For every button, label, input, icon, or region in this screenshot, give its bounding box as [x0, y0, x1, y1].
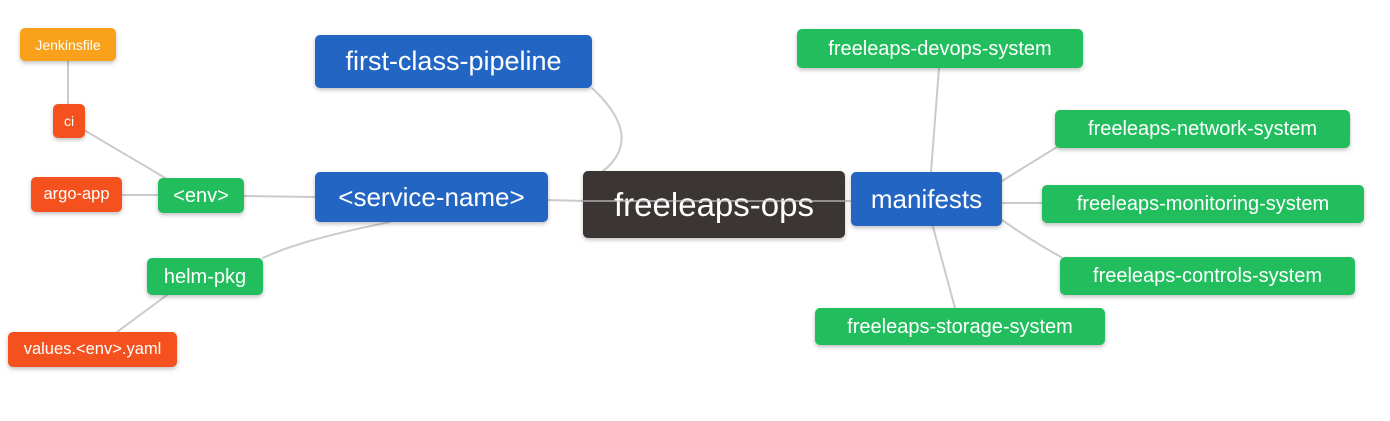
node-freeleaps-storage-system[interactable]: freeleaps-storage-system — [815, 308, 1105, 345]
node-ci[interactable]: ci — [53, 104, 85, 138]
edge-first-class-pipeline-to-freeleaps-ops — [591, 87, 623, 176]
edge-service-name-to-freeleaps-ops — [547, 199, 585, 202]
edge-manifests-to-freeleaps-storage-system — [932, 226, 956, 309]
node-values-env-yaml[interactable]: values.<env>.yaml — [8, 332, 177, 367]
node-freeleaps-controls-system[interactable]: freeleaps-controls-system — [1060, 257, 1355, 295]
node-label-freeleaps-devops-system: freeleaps-devops-system — [828, 37, 1052, 60]
node-argo-app[interactable]: argo-app — [31, 177, 122, 212]
node-label-helm-pkg: helm-pkg — [163, 265, 247, 288]
node-freeleaps-devops-system[interactable]: freeleaps-devops-system — [797, 29, 1083, 68]
node-label-freeleaps-ops: freeleaps-ops — [614, 186, 814, 223]
node-label-freeleaps-controls-system: freeleaps-controls-system — [1093, 265, 1322, 287]
edge-manifests-to-freeleaps-network-system — [1001, 146, 1058, 182]
node-first-class-pipeline[interactable]: first-class-pipeline — [315, 35, 592, 88]
node-label-freeleaps-monitoring-system: freeleaps-monitoring-system — [1076, 193, 1330, 215]
node-env[interactable]: <env> — [158, 178, 244, 213]
node-label-ci: ci — [63, 113, 75, 129]
node-label-first-class-pipeline: first-class-pipeline — [345, 46, 562, 76]
node-label-freeleaps-network-system: freeleaps-network-system — [1088, 118, 1317, 140]
node-label-manifests: manifests — [870, 184, 983, 214]
edge-manifests-to-freeleaps-devops-system — [930, 67, 940, 173]
node-manifests[interactable]: manifests — [851, 172, 1002, 226]
node-label-argo-app: argo-app — [43, 185, 110, 204]
edge-ci-to-env — [83, 129, 168, 180]
node-service-name[interactable]: <service-name> — [315, 172, 548, 222]
node-helm-pkg[interactable]: helm-pkg — [147, 258, 263, 295]
node-label-freeleaps-storage-system: freeleaps-storage-system — [847, 315, 1073, 338]
edge-service-name-to-helm-pkg — [262, 221, 391, 259]
node-label-values-env-yaml: values.<env>.yaml — [23, 340, 162, 359]
node-jenkinsfile[interactable]: Jenkinsfile — [20, 28, 116, 61]
node-label-env: <env> — [173, 184, 229, 207]
edge-env-to-service-name — [243, 195, 316, 198]
edge-helm-pkg-to-values-env-yaml — [116, 294, 168, 333]
node-label-jenkinsfile: Jenkinsfile — [35, 36, 101, 53]
node-freeleaps-ops[interactable]: freeleaps-ops — [583, 171, 845, 238]
node-freeleaps-network-system[interactable]: freeleaps-network-system — [1055, 110, 1350, 148]
node-label-service-name: <service-name> — [338, 182, 525, 212]
node-freeleaps-monitoring-system[interactable]: freeleaps-monitoring-system — [1042, 185, 1364, 223]
edge-manifests-to-freeleaps-controls-system — [1001, 219, 1062, 258]
